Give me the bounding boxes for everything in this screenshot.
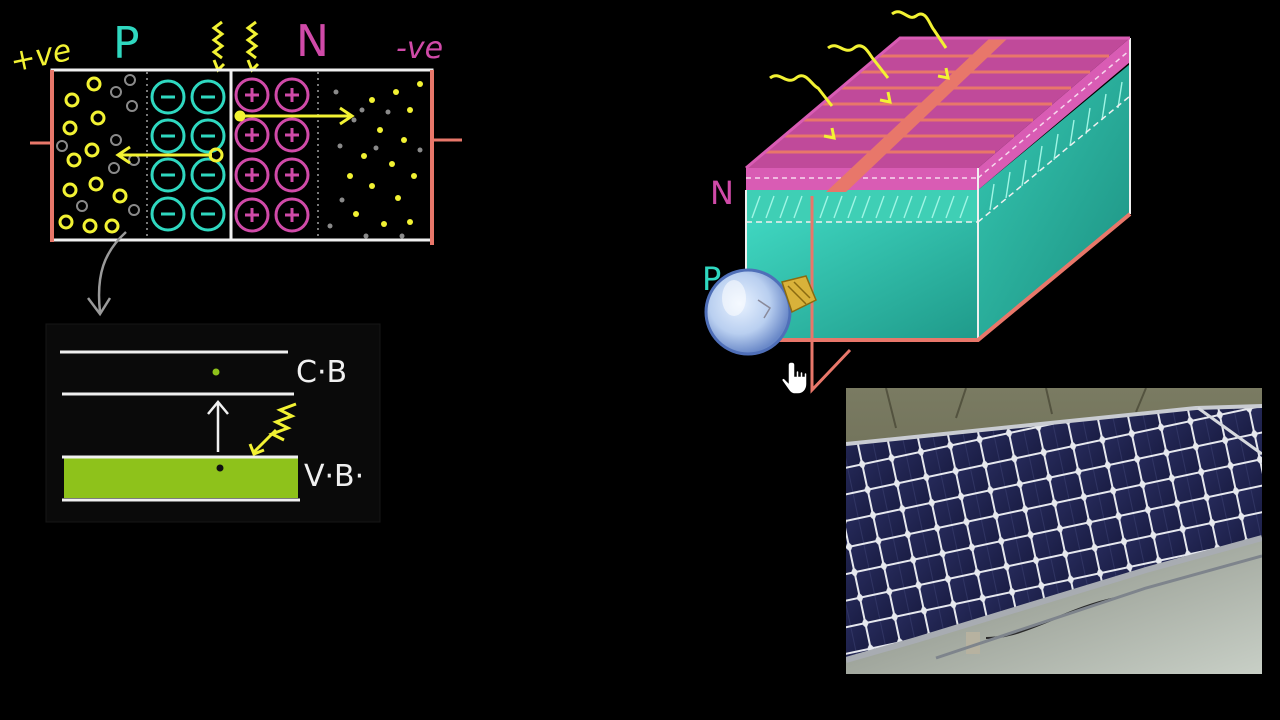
excitation-arrow — [207, 400, 229, 452]
excited-electron — [212, 368, 220, 376]
solar-cell-3d: N P — [702, 10, 1132, 394]
band-diagram: C·B V·B· — [45, 323, 381, 523]
hole-left — [216, 464, 224, 472]
valence-band-fill — [64, 458, 298, 498]
p-region-label: P — [113, 18, 140, 69]
front-bus-bar — [826, 38, 1008, 192]
p-layer-side — [978, 64, 1130, 340]
negative-terminal-label: -ve — [396, 31, 443, 66]
n-region-label: N — [296, 16, 329, 67]
photon-squiggle-icon — [211, 20, 260, 73]
valence-band-label: V·B· — [304, 459, 364, 494]
solar-panel-array — [846, 406, 1262, 658]
front-contact-fingers — [765, 54, 1109, 154]
photon-squiggle-icon — [248, 402, 297, 456]
lightbulb-icon — [704, 268, 817, 356]
top-edge-front — [746, 168, 978, 190]
photon-squiggle-icon — [769, 10, 950, 140]
positive-terminal-label: +ve — [7, 33, 74, 80]
zoom-arrow — [97, 231, 127, 313]
acceptor-ions-p-region — [56, 74, 140, 216]
electrons-n-region — [347, 81, 423, 227]
hand-cursor-icon — [782, 361, 808, 395]
conduction-band-label: C·B — [296, 355, 347, 390]
hole-drift-arrow — [115, 145, 224, 165]
positive-ions-depletion — [234, 77, 310, 233]
electron-drift-arrow — [234, 106, 355, 126]
solar-panel-photo — [846, 388, 1262, 674]
donor-ions-n-region — [327, 89, 423, 239]
p-layer-front — [746, 222, 978, 340]
junction-box — [50, 68, 434, 242]
holes-p-region — [58, 76, 128, 234]
external-wire — [810, 196, 852, 394]
pn-junction-diagram: +ve P N -ve — [7, 16, 462, 317]
cell-n-layer-label: N — [710, 174, 734, 212]
negative-ions-depletion — [150, 79, 226, 232]
